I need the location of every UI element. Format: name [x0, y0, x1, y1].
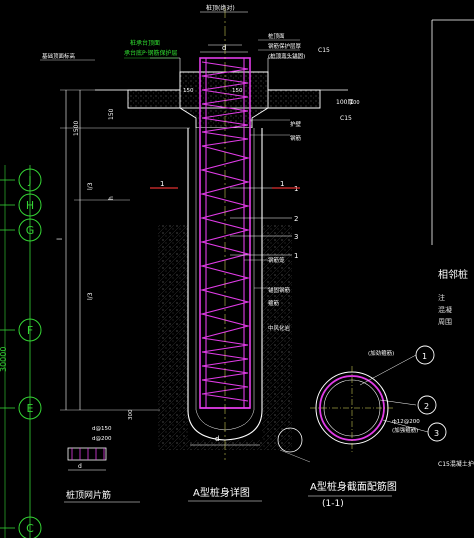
grid-bubble-h: H [18, 193, 42, 217]
svg-text:H: H [26, 199, 34, 212]
grid-dimension-text: 30000 [0, 347, 8, 372]
section-b1: ф12@200 [392, 419, 420, 425]
dim-150a: 150 [183, 88, 194, 94]
caption-left: 桩顶网片筋 [66, 489, 111, 501]
right-label-4: C15 [318, 47, 330, 54]
soil-hatch [158, 225, 292, 450]
right-label-1: 桩顶面 [268, 32, 285, 40]
dimensions: d 150 150 1500 l/3 l/3 l 150 h 300 d 100 [56, 44, 360, 446]
svg-text:J: J [27, 174, 31, 187]
section-callout-1: 1 [422, 352, 427, 361]
leaders: 护壁 钢筋 钢筋笼 锚固钢筋 箍筋 中风化岩 d@150 d@200 [92, 119, 302, 442]
dim-300: 300 [128, 409, 134, 420]
leader-mid1: 锚固钢筋 [268, 286, 291, 294]
svg-text:F: F [27, 324, 33, 337]
right-label-5: 100厚 [336, 99, 353, 106]
callout-3: 3 [294, 233, 298, 241]
right-panel-text-4: 周围 [438, 318, 452, 326]
right-panel-text-2: 注 [438, 293, 445, 302]
leader-top2: 钢筋 [290, 134, 302, 142]
svg-text:C: C [26, 522, 34, 535]
leader-top1: 护壁 [290, 120, 302, 128]
callout-1: 1 [294, 185, 298, 193]
right-panel-text-3: 混凝 [438, 305, 452, 314]
dim-1500: 1500 [73, 121, 80, 136]
section-callout-3: 3 [434, 429, 439, 438]
right-panel: 相邻桩 注 混凝 周围 [431, 19, 474, 326]
slab-label-2: 承台底P·钢筋保护层 [124, 49, 178, 57]
svg-text:G: G [26, 224, 35, 237]
grid-bubble-g: G [18, 218, 42, 242]
section-callout-2: 2 [424, 402, 429, 411]
dim-l1: l/3 [87, 182, 94, 190]
pile-cap-slab [95, 51, 348, 129]
right-label-3: (桩顶弯头锚固) [268, 52, 305, 60]
right-panel-text-1: 相邻桩 [438, 268, 468, 281]
left-elevation-label: 基础顶面标高 [42, 52, 76, 60]
dim-d-top: d [222, 44, 226, 52]
mesh-detail: d 桩顶网片筋 [64, 447, 140, 503]
grid-axis: 30000 J H G F E C [0, 165, 42, 538]
dim-l2: l/3 [87, 292, 94, 300]
dim-l3: l [56, 238, 64, 240]
caption-center: A型桩身详图 [193, 486, 250, 499]
caption-right-sub: (1-1) [322, 499, 344, 509]
section-marks: 1 1 [150, 180, 300, 189]
section-mark-right: 1 [280, 180, 284, 188]
dim-150c: 150 [108, 108, 115, 120]
caption-right: A型桩身截面配筋图 [310, 480, 397, 493]
section-view: 1 2 3 (加劲箍筋) ф12@200 (加强箍筋) C15混凝土护壁 A型桩… [277, 345, 474, 509]
c15-note: C15 [340, 115, 352, 122]
grid-bubble-c: C [18, 516, 42, 538]
leader-mid2: 箍筋 [268, 299, 280, 307]
callout-2: 2 [294, 215, 298, 223]
callout-4: 1 [294, 252, 298, 260]
section-bottom-label: C15混凝土护壁 [438, 460, 474, 468]
pile-top-label: 桩顶(绝对) [206, 4, 235, 12]
section-mark-left: 1 [160, 180, 164, 188]
dim-150b: 150 [232, 88, 243, 94]
section-b2: (加强箍筋) [392, 426, 418, 434]
section-top-label: (加劲箍筋) [368, 349, 394, 357]
leader-base2: d@200 [92, 436, 112, 442]
leader-rock: 中风化岩 [268, 324, 291, 332]
leader-base: d@150 [92, 426, 112, 432]
right-label-2: 钢筋保护层厚 [268, 42, 302, 50]
leader-pipe: 钢筋笼 [268, 256, 285, 264]
top-annotations: 桩顶(绝对) 桩承台顶面 承台底P·钢筋保护层 基础顶面标高 桩顶面 钢筋保护层… [40, 4, 353, 122]
svg-text:E: E [27, 402, 34, 415]
mesh-dim-d: d [78, 463, 82, 470]
dim-h: h [108, 196, 115, 200]
slab-label-1: 桩承台顶面 [130, 39, 160, 47]
grid-bubble-j: J [18, 168, 42, 192]
grid-bubble-e: E [18, 396, 42, 420]
dim-100: 100 [350, 100, 360, 106]
grid-bubble-f: F [18, 318, 42, 342]
dim-d-bottom: d [215, 435, 219, 443]
